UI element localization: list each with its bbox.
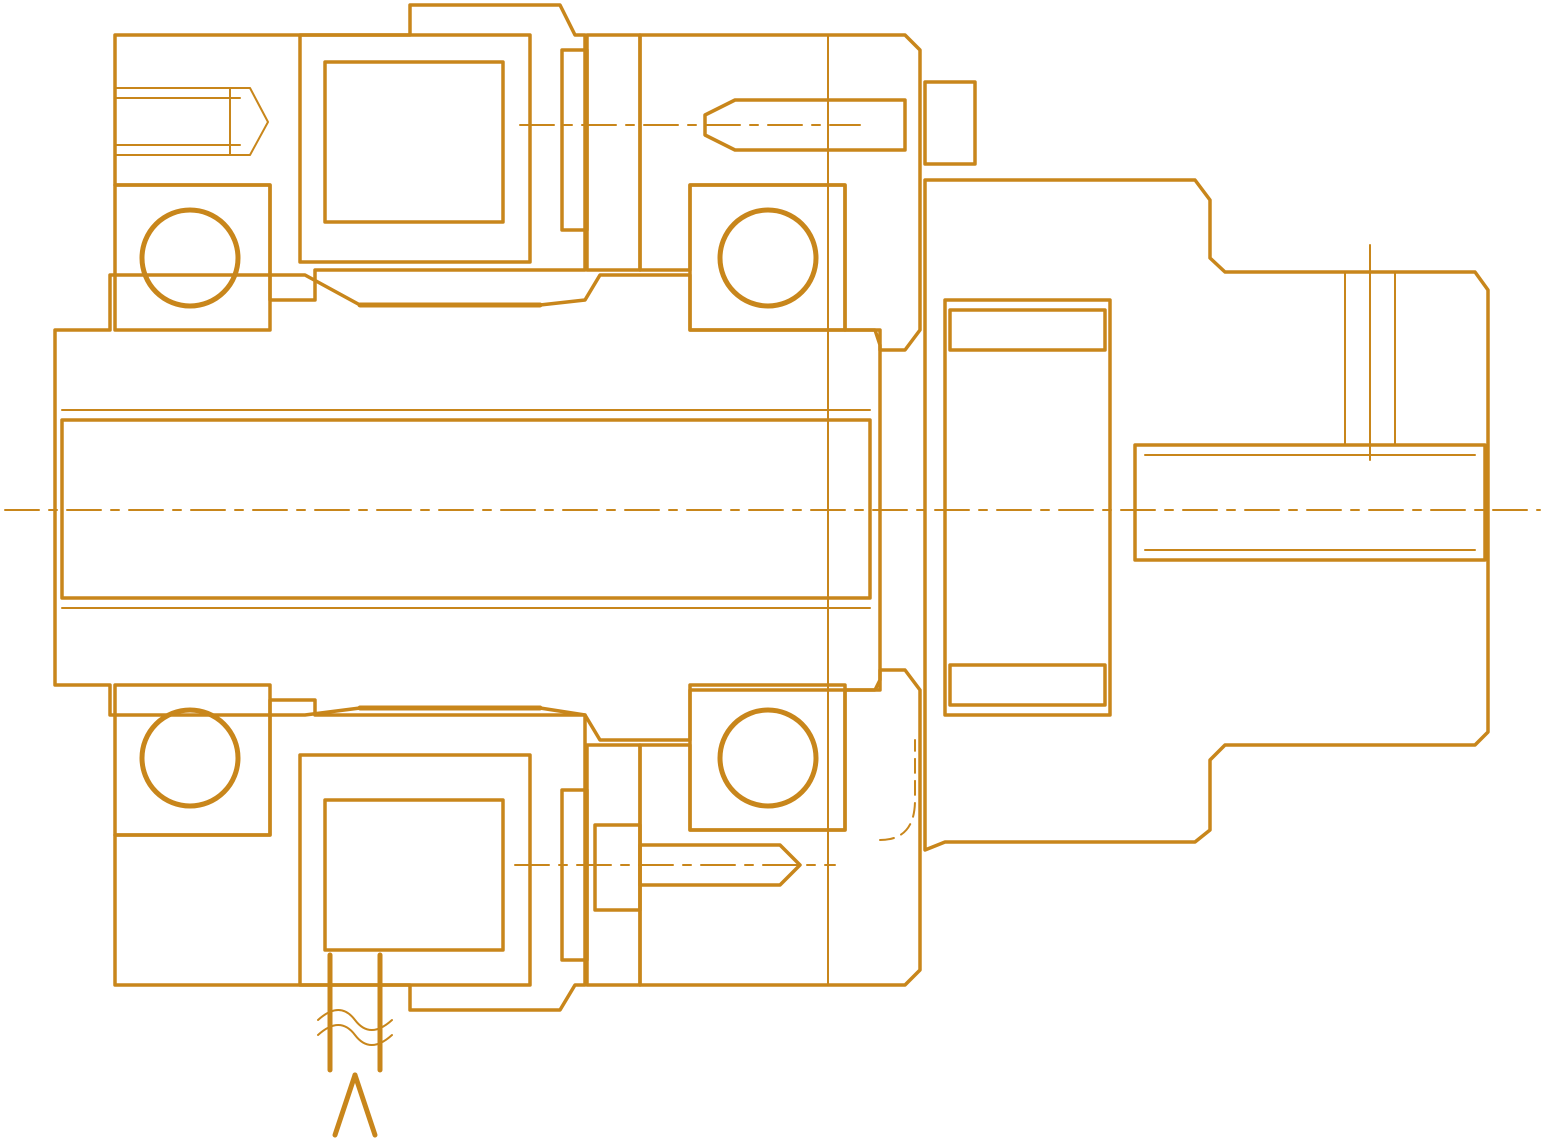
shaft <box>53 273 882 742</box>
lead-wire <box>317 952 393 1138</box>
housing <box>113 3 587 1012</box>
cap-screw <box>514 80 977 912</box>
coil-winding <box>298 33 532 987</box>
hub-flange <box>638 33 1490 987</box>
